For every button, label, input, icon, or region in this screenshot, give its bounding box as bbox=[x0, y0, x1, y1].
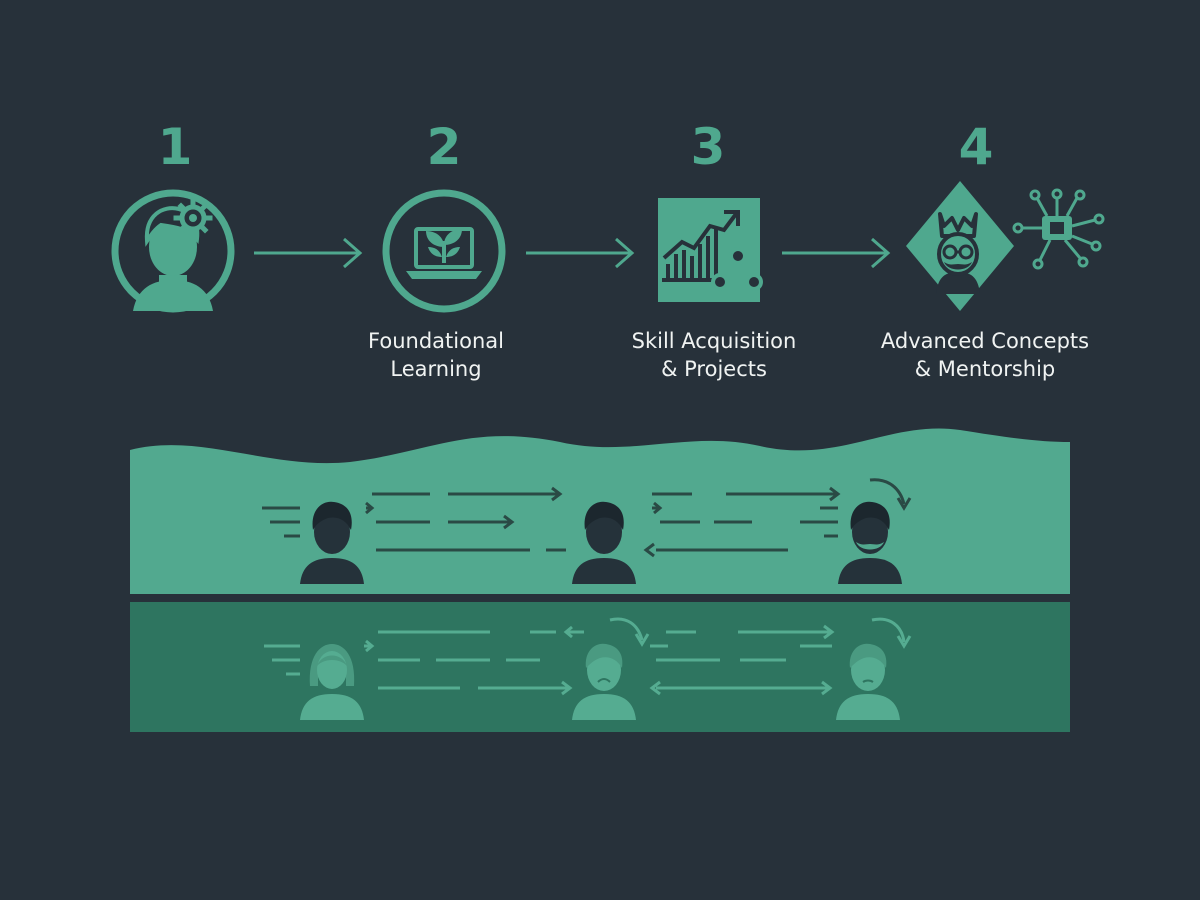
person-icon bbox=[300, 501, 364, 584]
step-3-label-line-1: Skill Acquisition bbox=[631, 329, 797, 353]
step-3-number: 3 bbox=[690, 118, 726, 176]
person-icon bbox=[572, 501, 636, 584]
flow-arrow-3 bbox=[782, 237, 891, 269]
step-2-label: Foundational Learning bbox=[306, 327, 566, 383]
step-4-label-line-2: & Mentorship bbox=[914, 357, 1056, 381]
step-2-number: 2 bbox=[426, 118, 462, 176]
sad-person-icon bbox=[572, 643, 636, 720]
bearded-person-icon bbox=[838, 501, 902, 584]
step-1-number: 1 bbox=[157, 118, 193, 176]
person-gear-icon bbox=[111, 189, 235, 313]
growth-chart-icon bbox=[658, 198, 763, 302]
person-icon bbox=[836, 643, 900, 720]
flow-arrow-1 bbox=[254, 237, 363, 269]
step-4-label-line-1: Advanced Concepts bbox=[880, 329, 1090, 353]
flow-arrow-2 bbox=[526, 237, 635, 269]
upper-band-arrows bbox=[262, 478, 912, 558]
mentor-network-icon bbox=[906, 181, 1105, 311]
step-3-label-line-2: & Projects bbox=[661, 357, 767, 381]
step-3-label: Skill Acquisition & Projects bbox=[584, 327, 844, 383]
step-2-label-line-1: Foundational bbox=[368, 329, 504, 353]
woman-icon bbox=[300, 644, 364, 720]
laptop-sprout-icon bbox=[382, 189, 506, 313]
step-4-number: 4 bbox=[958, 118, 994, 176]
lower-band-arrows bbox=[264, 617, 912, 696]
step-4-label: Advanced Concepts & Mentorship bbox=[855, 327, 1115, 383]
step-2-label-line-2: Learning bbox=[390, 357, 482, 381]
